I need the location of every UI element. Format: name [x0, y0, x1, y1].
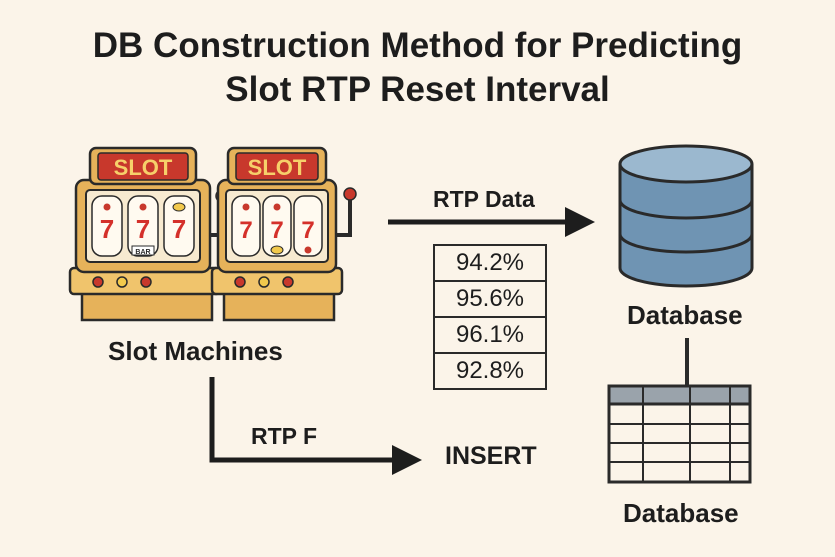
- insert-label: INSERT: [445, 442, 537, 470]
- rtp-value-cell: 96.1%: [435, 318, 545, 354]
- rtp-data-label: RTP Data: [433, 186, 535, 212]
- rtp-f-arrow: [209, 377, 422, 475]
- title-line-2: Slot RTP Reset Interval: [225, 70, 610, 109]
- lever-knob-icon: [343, 187, 357, 201]
- slot-machine-1: 7 7 7 BAR SLOT: [68, 146, 229, 322]
- rtp-value-cell: 94.2%: [435, 246, 545, 282]
- slot-machine-2: 7 7 7 SLOT: [210, 146, 357, 322]
- reel-seven: 7: [239, 217, 252, 244]
- button-icon: [282, 276, 294, 288]
- database-table-icon: [607, 384, 752, 484]
- database-table-label: Database: [623, 498, 739, 528]
- cherry-icon: [304, 246, 312, 254]
- slot-machines-label: Slot Machines: [108, 336, 283, 366]
- bar-symbol: BAR: [135, 249, 150, 256]
- button-icon: [234, 276, 246, 288]
- cherry-icon: [103, 203, 111, 211]
- lemon-icon: [270, 245, 284, 255]
- cherry-icon: [242, 203, 250, 211]
- database-cylinder-label: Database: [627, 300, 743, 330]
- reel-seven: 7: [301, 217, 314, 244]
- title-line-1: DB Construction Method for Predicting: [92, 26, 743, 65]
- reel-seven: 7: [172, 214, 186, 244]
- rtp-values-table: 94.2% 95.6% 96.1% 92.8%: [433, 244, 547, 390]
- database-cylinder-icon: [618, 144, 754, 288]
- rtp-value-cell: 95.6%: [435, 282, 545, 318]
- button-icon: [116, 276, 128, 288]
- cherry-icon: [139, 203, 147, 211]
- rtp-value-cell: 92.8%: [455, 357, 525, 384]
- rtp-f-label: RTP F: [251, 423, 318, 449]
- button-icon: [140, 276, 152, 288]
- lemon-icon: [172, 202, 186, 212]
- reel-seven: 7: [136, 214, 150, 244]
- button-icon: [258, 276, 270, 288]
- slot-sign-text: SLOT: [248, 155, 307, 180]
- diagram-title: DB Construction Method for Predicting Sl…: [0, 24, 835, 112]
- reel-seven: 7: [270, 217, 283, 244]
- slot-sign-text: SLOT: [114, 155, 173, 180]
- button-icon: [92, 276, 104, 288]
- reel-seven: 7: [100, 214, 114, 244]
- cherry-icon: [273, 203, 281, 211]
